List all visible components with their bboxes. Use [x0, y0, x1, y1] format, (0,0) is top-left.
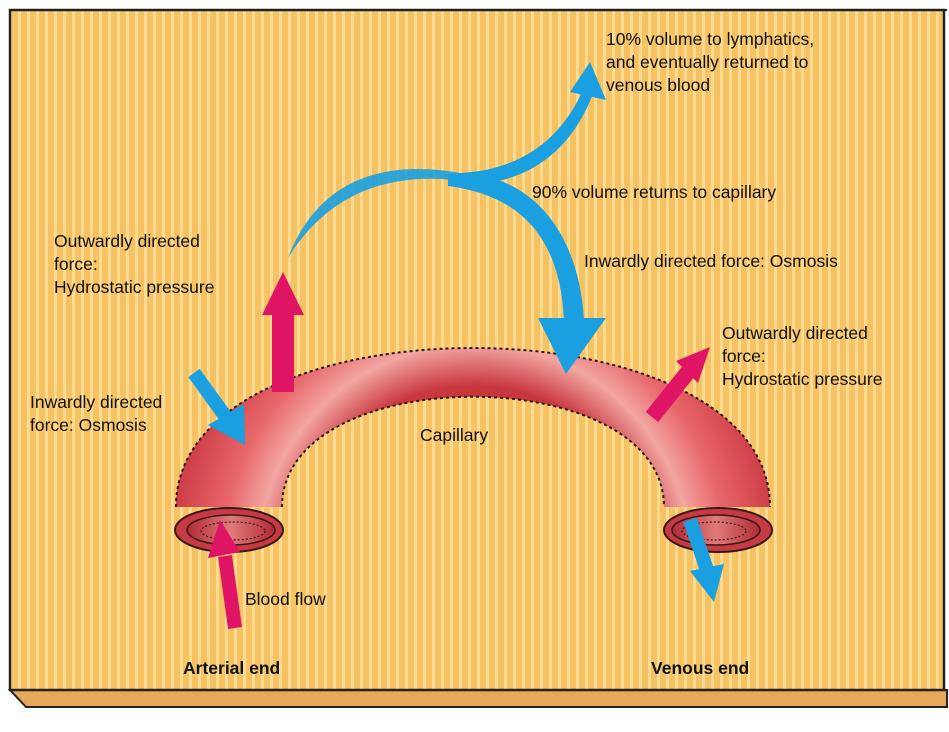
label-inward-osmosis-left: Inwardly directed force: Osmosis	[30, 391, 162, 437]
label-inward-osmosis-right: Inwardly directed force: Osmosis	[584, 250, 838, 273]
venous-tube-opening	[664, 508, 772, 552]
label-arterial-end: Arterial end	[183, 657, 280, 680]
label-outward-hydrostatic-right: Outwardly directed force: Hydrostatic pr…	[722, 322, 882, 391]
label-returns-to-capillary: 90% volume returns to capillary	[532, 181, 776, 204]
label-venous-end: Venous end	[651, 657, 749, 680]
label-lymphatics: 10% volume to lymphatics, and eventually…	[606, 28, 814, 97]
label-blood-flow: Blood flow	[245, 588, 326, 611]
label-outward-hydrostatic-left: Outwardly directed force: Hydrostatic pr…	[54, 230, 214, 299]
label-capillary: Capillary	[420, 424, 488, 447]
